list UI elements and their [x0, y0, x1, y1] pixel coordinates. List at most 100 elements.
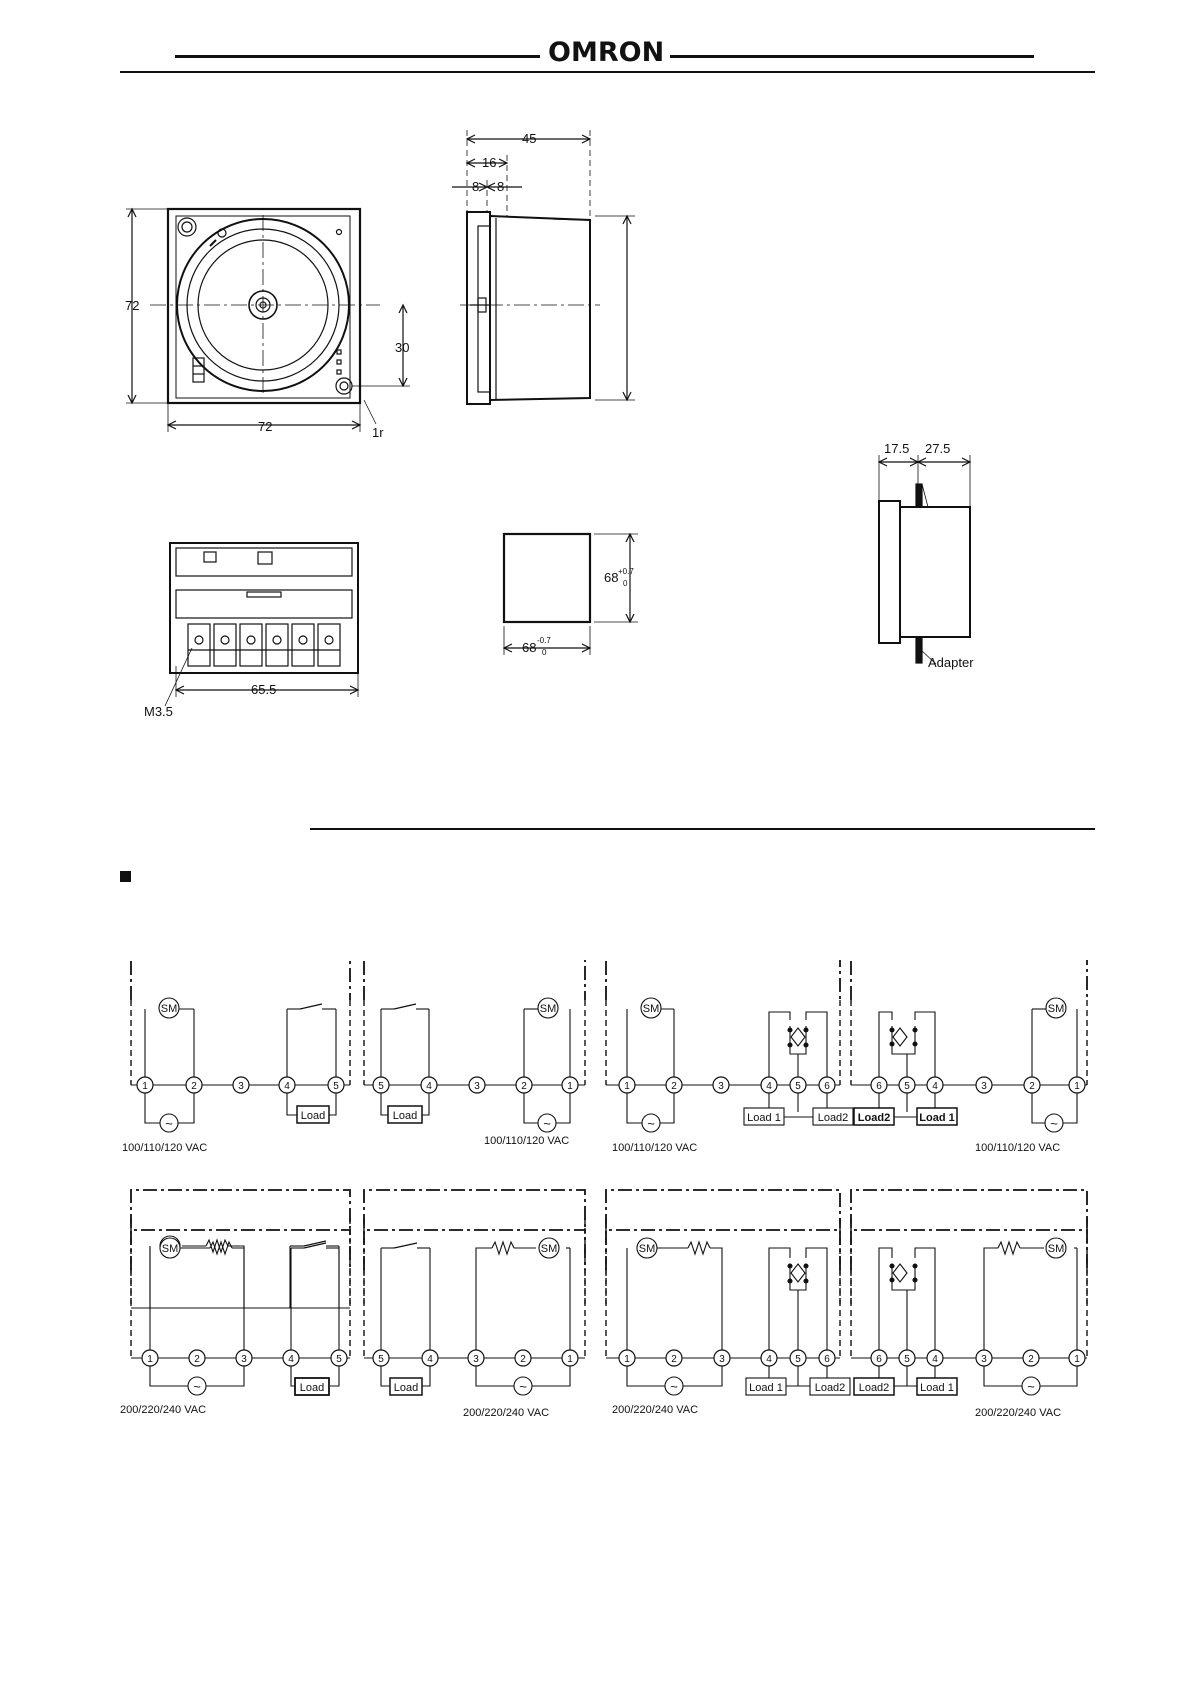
terminal-number: 4 [766, 1354, 772, 1365]
dimension-drawings: 72 30 72 1r 45 16 8 8 65.5 M3.5 68 +0.7 … [125, 130, 974, 719]
terminal-number: 1 [147, 1354, 153, 1365]
load-label: Load [301, 1110, 325, 1122]
terminal-number: 1 [567, 1081, 573, 1092]
motor-label: SM [1048, 1243, 1065, 1255]
terminal-number: 4 [284, 1081, 290, 1092]
cutout-height-base: 68 [604, 570, 618, 585]
load2-label: Load2 [859, 1382, 890, 1394]
terminal-number: 3 [241, 1354, 247, 1365]
mount-b-label: 27.5 [925, 441, 950, 456]
terminal-number: 5 [795, 1081, 801, 1092]
ac-source-icon: ~ [1050, 1116, 1058, 1131]
voltage-label: 200/220/240 VAC [612, 1404, 698, 1416]
motor-label: SM [643, 1003, 660, 1015]
terminal-width-label: 65.5 [251, 682, 276, 697]
cutout-height-tol-up: +0.7 [618, 567, 634, 576]
terminal-number: 4 [932, 1354, 938, 1365]
load1-label: Load 1 [919, 1112, 954, 1124]
ac-source-icon: ~ [543, 1116, 551, 1131]
front-width-label: 72 [258, 419, 272, 434]
terminal-number: 5 [378, 1354, 384, 1365]
terminal-number: 3 [474, 1081, 480, 1092]
terminal-number: 3 [719, 1354, 725, 1365]
ac-source-icon: ~ [1027, 1379, 1035, 1394]
terminal-number: 4 [766, 1081, 772, 1092]
terminal-number: 2 [1028, 1354, 1034, 1365]
voltage-label: 100/110/120 VAC [975, 1142, 1060, 1154]
motor-label: SM [540, 1003, 557, 1015]
wiring-diagrams: SM ~ 1 2 3 4 5 Load 100/110/120 VAC SM ~… [122, 960, 1088, 1309]
voltage-label: 200/220/240 VAC [463, 1407, 549, 1419]
omron-logo: OMRON [548, 37, 665, 68]
motor-label: SM [639, 1243, 656, 1255]
terminal-number: 5 [904, 1354, 910, 1365]
terminal-number: 3 [473, 1354, 479, 1365]
motor-label: SM [1048, 1003, 1065, 1015]
motor-label: SM [162, 1243, 179, 1255]
motor-label: SM [541, 1243, 558, 1255]
terminal-number: 2 [671, 1081, 677, 1092]
front-height-label: 72 [125, 298, 139, 313]
adapter-label: Adapter [928, 655, 974, 670]
voltage-label: 100/110/120 VAC [122, 1142, 207, 1154]
terminal-number: 1 [142, 1081, 148, 1092]
terminal-number: 4 [427, 1354, 433, 1365]
corner-radius-label: 1r [372, 425, 384, 440]
terminal-number: 3 [718, 1081, 724, 1092]
header-rule-right [670, 55, 1034, 58]
side-total-label: 45 [522, 131, 536, 146]
load2-label: Load2 [858, 1112, 890, 1124]
voltage-label: 100/110/120 VAC [612, 1142, 697, 1154]
section-bullet [120, 871, 131, 882]
voltage-label: 200/220/240 VAC [975, 1407, 1061, 1419]
terminal-number: 2 [520, 1354, 526, 1365]
terminal-number: 6 [824, 1081, 830, 1092]
header-rule-left [175, 55, 540, 58]
load-label: Load [393, 1110, 417, 1122]
terminal-number: 1 [567, 1354, 573, 1365]
terminal-number: 2 [191, 1081, 197, 1092]
cutout-width-base: 68 [522, 640, 536, 655]
terminal-number: 1 [1074, 1081, 1080, 1092]
voltage-label: 200/220/240 VAC [120, 1404, 206, 1416]
terminal-number: 3 [981, 1354, 987, 1365]
terminal-number: 2 [521, 1081, 527, 1092]
side-16-label: 16 [482, 155, 496, 170]
load1-label: Load 1 [747, 1112, 781, 1124]
section-rule [310, 828, 1095, 830]
terminal-number: 6 [824, 1354, 830, 1365]
terminal-number: 6 [876, 1081, 882, 1092]
load1-label: Load 1 [749, 1382, 783, 1394]
terminal-number: 3 [981, 1081, 987, 1092]
load2-label: Load2 [818, 1112, 849, 1124]
cutout-width-tol-up: -0.7 [537, 636, 551, 645]
load-label: Load [394, 1382, 418, 1394]
terminal-number: 4 [426, 1081, 432, 1092]
load2-label: Load2 [815, 1382, 846, 1394]
side-8a-label: 8 [472, 179, 479, 194]
screw-size-label: M3.5 [144, 704, 173, 719]
motor-label: SM [161, 1003, 178, 1015]
ac-source-icon: ~ [670, 1379, 678, 1394]
terminal-number: 4 [932, 1081, 938, 1092]
offset-30-label: 30 [395, 340, 409, 355]
load1-label: Load 1 [920, 1382, 954, 1394]
terminal-number: 1 [624, 1081, 630, 1092]
terminal-number: 5 [333, 1081, 339, 1092]
terminal-number: 1 [1074, 1354, 1080, 1365]
terminal-number: 2 [1029, 1081, 1035, 1092]
terminal-number: 5 [795, 1354, 801, 1365]
side-8b-label: 8 [497, 179, 504, 194]
ac-source-icon: ~ [647, 1116, 655, 1131]
terminal-number: 2 [671, 1354, 677, 1365]
terminal-number: 3 [238, 1081, 244, 1092]
terminal-number: 5 [336, 1354, 342, 1365]
wiring-diagrams-row2: SM ~ 1 2 3 4 5 Load 200/220/240 VAC SM ~… [120, 1229, 1088, 1419]
load-label: Load [300, 1382, 324, 1394]
header-underline [120, 71, 1095, 73]
voltage-label: 100/110/120 VAC [484, 1135, 569, 1147]
ac-source-icon: ~ [165, 1116, 173, 1131]
terminal-number: 1 [624, 1354, 630, 1365]
ac-source-icon: ~ [519, 1379, 527, 1394]
terminal-number: 4 [288, 1354, 294, 1365]
